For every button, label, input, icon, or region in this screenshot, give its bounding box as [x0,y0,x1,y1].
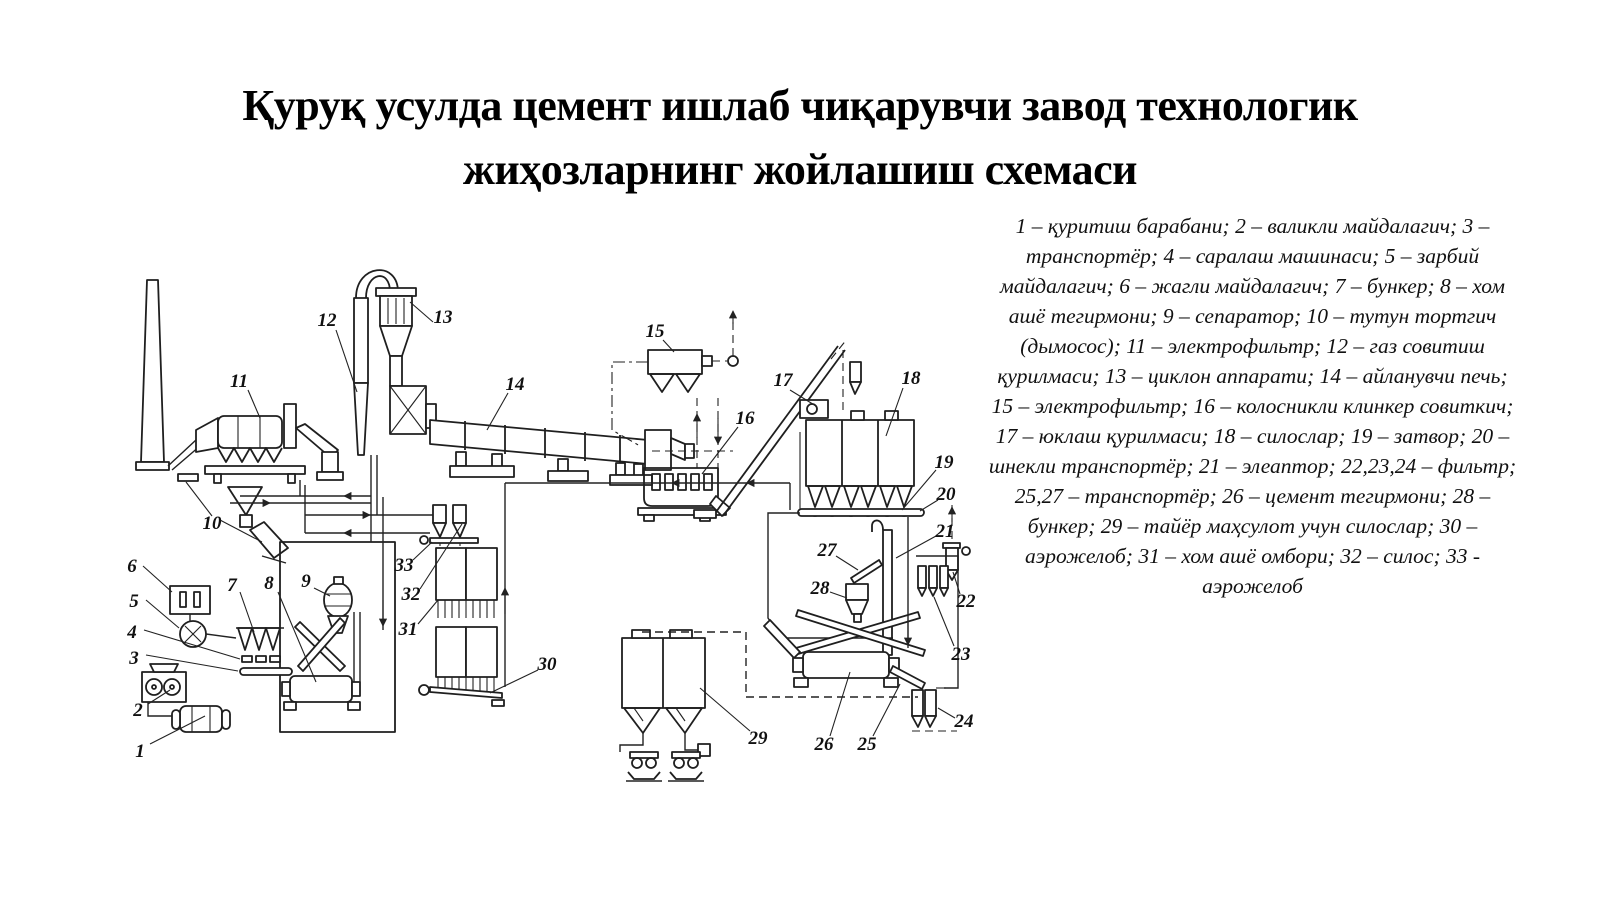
cement-mill-26 [792,651,900,688]
pipelines [230,455,918,698]
equipment-label-21: 21 [935,521,955,542]
equipment-label-2: 2 [132,700,143,721]
conveyor-27 [850,559,883,584]
raw-mill-8 [281,675,361,711]
feed-chute [763,619,801,659]
equipment-label-32: 32 [401,584,422,605]
aero-chute-30 [418,684,505,707]
equipment-label-1: 1 [135,741,145,762]
equipment-label-18: 18 [902,368,922,389]
filter-24 [911,687,957,732]
equipment-label-9: 9 [301,571,311,592]
equipment-label-10: 10 [203,513,223,534]
cement-mill-group [763,512,926,690]
roller-crusher-2 [141,663,187,703]
equipment-label-13: 13 [434,307,453,328]
silos-18 [797,399,925,517]
page-title: Қуруқ усулда цемент ишлаб чиқарувчи заво… [0,74,1600,202]
equipment-label-30: 30 [537,654,558,675]
loading-device-17 [693,338,862,519]
equipment-label-4: 4 [126,622,137,643]
equipment-label-23: 23 [951,644,971,665]
electrofilter-15 [611,310,739,468]
equipment-label-3: 3 [128,648,139,669]
conveyor-25 [889,665,926,690]
sorting-machine-4 [241,655,281,663]
equipment-label-6: 6 [127,556,137,577]
filters-22-23-24 [903,505,971,732]
electrofilter-11 [195,403,344,484]
equipment-label-12: 12 [318,310,338,331]
equipment-label-24: 24 [954,711,974,732]
equipment-label-5: 5 [129,591,139,612]
raw-silos-31-32 [418,504,505,707]
bunker-28 [845,583,869,623]
cyclone-13 [375,287,437,435]
equipment-label-20: 20 [936,484,957,505]
drying-drum-1 [171,705,231,733]
jaw-crusher-6 [169,585,211,615]
bunker-7 [236,627,284,651]
legend-text: 1 – қуритиш барабани; 2 – валикли майдал… [988,214,1517,598]
equipment-label-11: 11 [230,371,248,392]
label-leaders [142,301,961,745]
equipment-label-31: 31 [398,619,418,640]
page-title-line-2: жиҳозларнинг жойлашиш схемаси [462,145,1138,194]
equipment-label-14: 14 [506,374,525,395]
gas-cooler-12 [353,269,399,456]
rail-wagon [668,751,704,782]
rail-wagon [626,751,662,782]
impact-crusher-5 [179,614,237,648]
crusher-dryer-group [141,585,293,733]
raw-mill-group [279,541,396,733]
process-flow-diagram: 1 2 3 4 5 6 7 8 9 10 11 12 13 14 15 16 1… [126,269,976,782]
equipment-label-15: 15 [646,321,666,342]
page-title-line-1: Қуруқ усулда цемент ишлаб чиқарувчи заво… [242,81,1358,130]
filter-22 [942,505,971,581]
equipment-label-33: 33 [394,555,414,576]
equipment-label-8: 8 [264,573,274,594]
aero-chute-33 [419,535,479,545]
equipment-label-26: 26 [814,734,835,755]
equipment-label-7: 7 [227,575,238,596]
smoke-exhauster-10 [167,431,289,564]
equipment-label-29: 29 [748,728,769,749]
screw-conveyor-20 [797,508,925,517]
conveyor-3 [239,667,293,676]
rotary-kiln-14 [429,419,733,486]
equipment-label-25: 25 [857,734,878,755]
equipment-label-19: 19 [935,452,955,473]
equipment-labels: 1 2 3 4 5 6 7 8 9 10 11 12 13 14 15 16 1… [126,307,976,762]
product-silos-29 [619,629,711,782]
equipment-label-28: 28 [810,578,831,599]
filter-23 [916,555,959,689]
equipment-label-17: 17 [774,370,795,391]
equipment-label-27: 27 [817,540,839,561]
equipment-label-16: 16 [736,408,756,429]
equipment-label-22: 22 [956,591,977,612]
chimney [135,279,170,471]
